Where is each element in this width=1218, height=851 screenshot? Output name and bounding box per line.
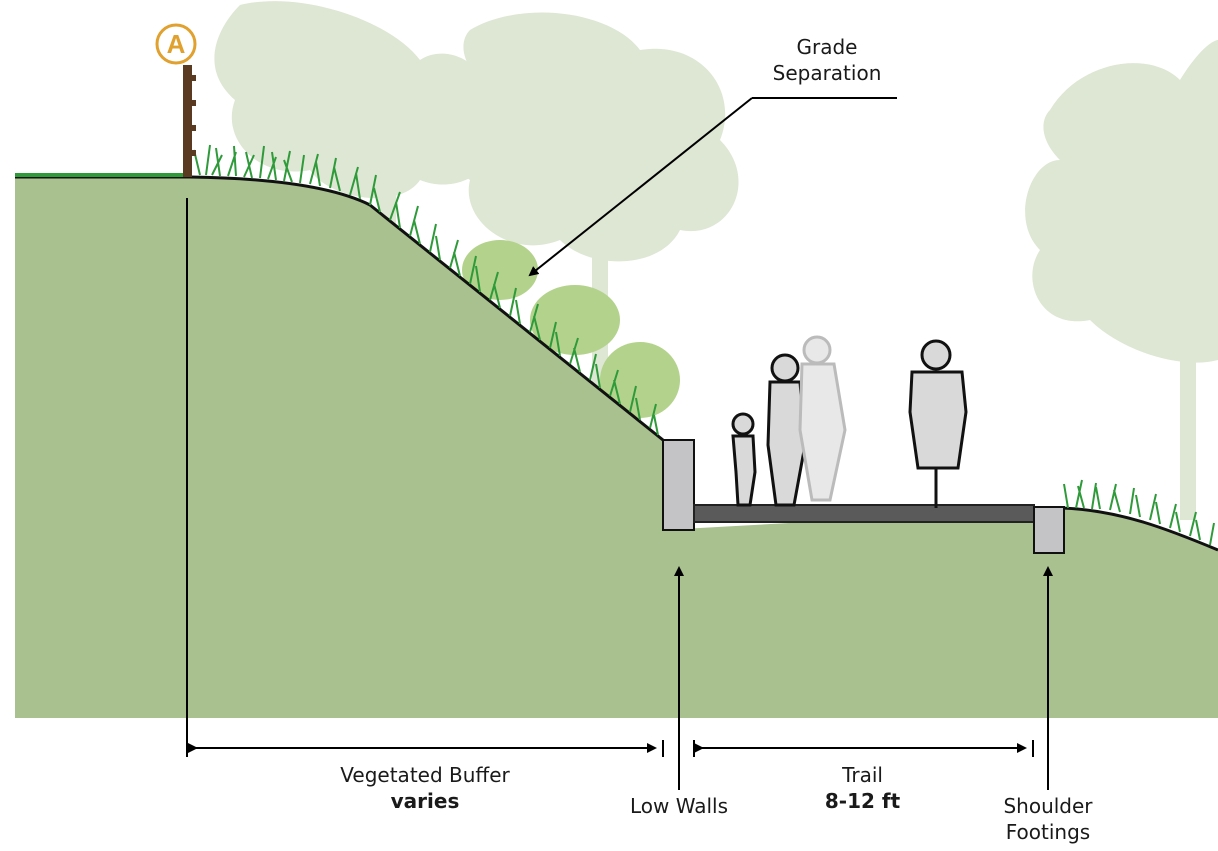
tree-trunk-right — [1180, 300, 1196, 520]
shoulder-footings-label: Shoulder Footings — [985, 793, 1111, 845]
low-wall — [663, 440, 694, 530]
vegetated-buffer-value: varies — [300, 788, 550, 814]
faded-cyclist — [800, 337, 845, 500]
tree-canopy-left — [214, 1, 494, 198]
cyclist — [910, 341, 966, 508]
shoulder-footings-line2: Footings — [985, 819, 1111, 845]
vegetated-buffer-label: Vegetated Buffer varies — [300, 762, 550, 814]
child-walker — [733, 414, 755, 505]
marker-letter: A — [167, 29, 186, 59]
shoulder-footing — [1034, 507, 1064, 553]
trail-users — [733, 337, 966, 508]
trail-label: Trail 8-12 ft — [790, 762, 935, 814]
grade-separation-label: Grade Separation — [762, 34, 892, 86]
shoulder-footings-line1: Shoulder — [985, 793, 1111, 819]
vegetated-buffer-title: Vegetated Buffer — [300, 762, 550, 788]
trail-title: Trail — [790, 762, 935, 788]
grade-separation-label-line2: Separation — [762, 60, 892, 86]
low-walls-label: Low Walls — [612, 793, 746, 819]
grade-separation-label-line1: Grade — [762, 34, 892, 60]
post — [183, 65, 192, 177]
tree-canopy-center — [445, 13, 739, 262]
low-walls-title: Low Walls — [612, 793, 746, 819]
trail-value: 8-12 ft — [790, 788, 935, 814]
trail-surface — [694, 505, 1034, 522]
property-post: A — [157, 25, 196, 177]
